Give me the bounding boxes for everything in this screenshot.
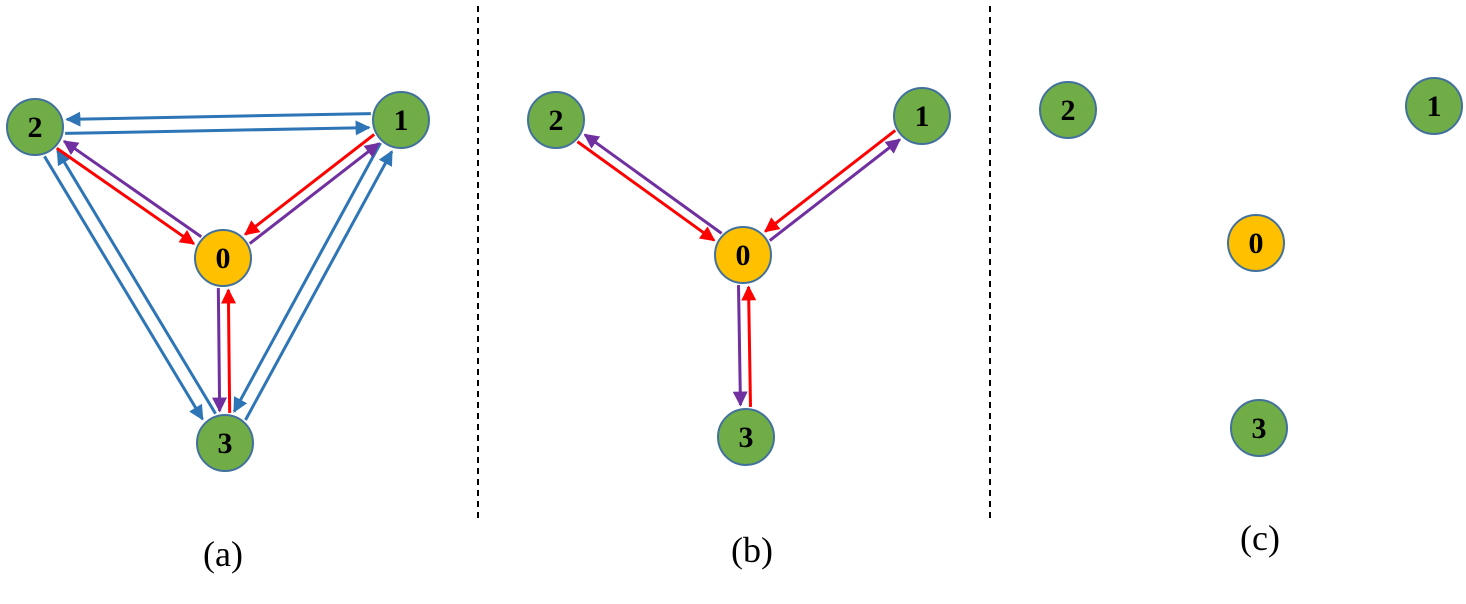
caption-c: (c)	[1240, 518, 1280, 558]
panel-b: 0 1 2 3	[527, 87, 951, 466]
node-circle	[196, 414, 254, 472]
node-circle	[714, 226, 772, 284]
edge-3-to-2-blue	[56, 149, 217, 415]
edge-1-to-0-red	[764, 129, 897, 233]
edge-2-to-3-blue	[43, 155, 204, 421]
node-label: 2	[549, 104, 564, 137]
edge-0-to-3-purple	[732, 285, 748, 407]
node-circle	[717, 408, 775, 466]
node-label: 1	[394, 104, 409, 137]
node-label: 0	[1249, 227, 1264, 260]
node-3: 3	[717, 408, 775, 466]
node-label: 1	[915, 100, 930, 133]
node-circle	[1405, 77, 1463, 135]
node-0: 0	[1227, 214, 1285, 272]
edge-2-to-1-blue	[65, 120, 371, 136]
node-label: 2	[1061, 94, 1076, 127]
node-circle	[1230, 399, 1288, 457]
node-label: 3	[739, 421, 754, 454]
node-1: 1	[1405, 77, 1463, 135]
node-1: 1	[372, 91, 430, 149]
node-2: 2	[1039, 81, 1097, 139]
node-circle	[372, 91, 430, 149]
edge-2-to-0-red	[576, 140, 716, 242]
node-circle	[194, 229, 252, 287]
edge-1-to-2-blue	[65, 111, 371, 127]
edge-1-to-3-blue	[232, 142, 382, 413]
node-label: 3	[1252, 412, 1267, 445]
caption-b: (b)	[731, 530, 773, 570]
node-1: 1	[893, 87, 951, 145]
edge-0-to-1-purple	[768, 138, 901, 242]
edge-2-to-0-red	[55, 147, 196, 246]
panel-c: 0 1 2 3	[1039, 77, 1463, 457]
node-3: 3	[1230, 399, 1288, 457]
edge-0-to-2-purple	[62, 139, 203, 238]
node-label: 0	[736, 239, 751, 272]
node-circle	[6, 98, 64, 156]
node-label: 1	[1427, 90, 1442, 123]
edge-0-to-1-purple	[248, 142, 380, 245]
node-circle	[1039, 81, 1097, 139]
node-label: 2	[28, 111, 43, 144]
edge-3-to-0-red	[741, 285, 757, 407]
node-circle	[1227, 214, 1285, 272]
node-2: 2	[527, 91, 585, 149]
node-label: 0	[216, 242, 231, 275]
node-circle	[527, 91, 585, 149]
edge-0-to-2-purple	[583, 133, 723, 235]
node-label: 3	[218, 427, 233, 460]
edge-0-to-3-purple	[212, 288, 228, 413]
edge-1-to-0-red	[244, 133, 376, 236]
node-3: 3	[196, 414, 254, 472]
node-2: 2	[6, 98, 64, 156]
node-0: 0	[714, 226, 772, 284]
panel-a: 0 1 2 3	[6, 91, 430, 472]
edge-3-to-1-blue	[244, 150, 394, 421]
edge-3-to-0-red	[220, 288, 236, 413]
node-0: 0	[194, 229, 252, 287]
node-circle	[893, 87, 951, 145]
caption-a: (a)	[203, 534, 243, 574]
